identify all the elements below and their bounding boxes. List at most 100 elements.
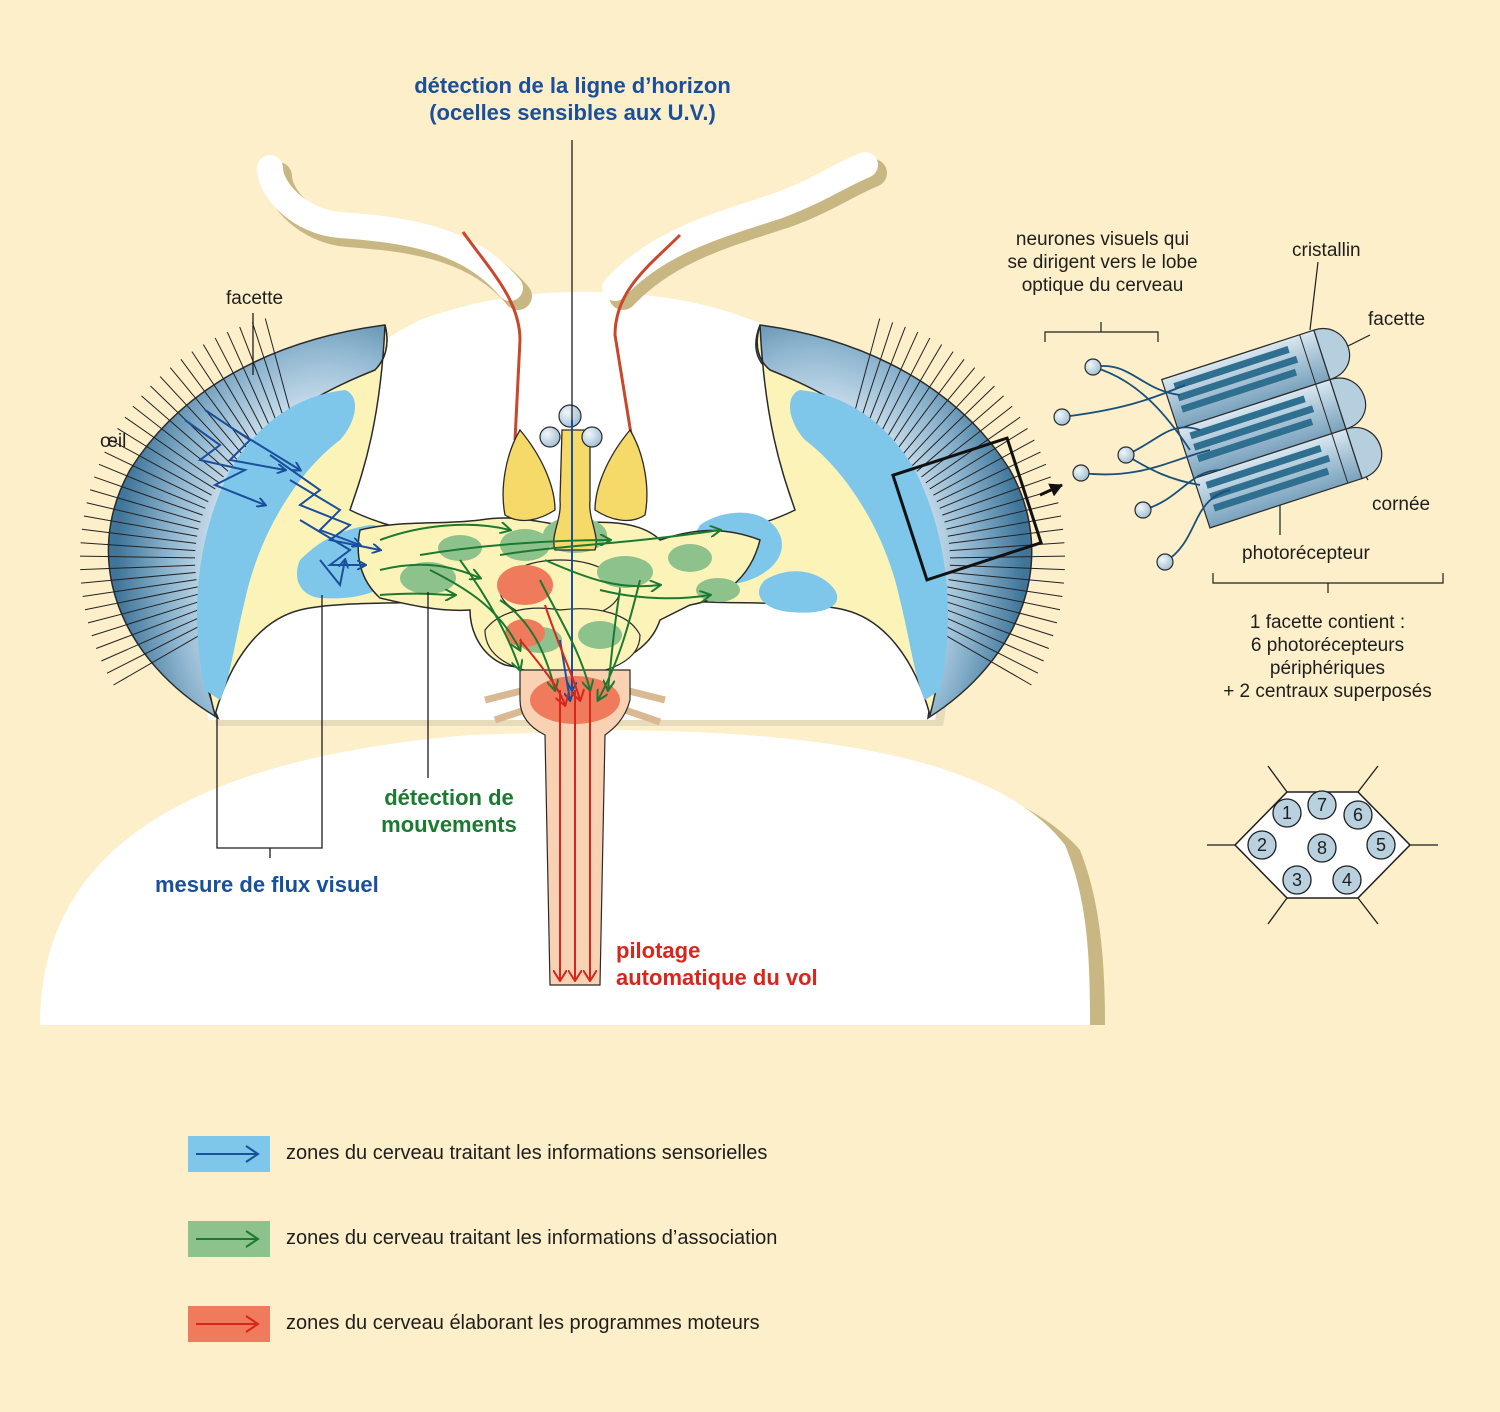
horizon-label: détection de la ligne d’horizon (ocelles… bbox=[414, 73, 731, 125]
facet-line bbox=[949, 542, 1065, 552]
facet-line bbox=[82, 579, 197, 597]
photorecepteur-label: photorécepteur bbox=[1242, 543, 1370, 564]
facet-line bbox=[948, 528, 1064, 544]
mesure-flux-label: mesure de flux visuel bbox=[155, 872, 379, 897]
antenna-nerve-left bbox=[461, 231, 522, 441]
facet-line bbox=[949, 555, 1065, 559]
facet-line bbox=[91, 600, 202, 637]
facet-line bbox=[941, 607, 1049, 649]
legend-item-association: zones du cerveau traitant les informatio… bbox=[188, 1221, 888, 1259]
facet-line bbox=[132, 405, 224, 478]
leader-lines bbox=[216, 140, 573, 858]
facet-line bbox=[931, 627, 1032, 686]
facet-line bbox=[933, 439, 1035, 496]
magnified-region-box bbox=[891, 436, 1043, 582]
oeil-label: œil bbox=[100, 431, 127, 452]
facet-line bbox=[945, 593, 1058, 624]
antenna-left bbox=[257, 155, 523, 301]
facet-line bbox=[110, 439, 212, 496]
facet-line bbox=[876, 337, 931, 441]
facet-line bbox=[84, 586, 198, 611]
photoreceptor-cell bbox=[1366, 830, 1396, 860]
facet-line bbox=[911, 385, 995, 467]
magnify-arrow bbox=[1039, 483, 1063, 497]
facet-line bbox=[870, 331, 919, 438]
photoreceptor-number: 3 bbox=[1292, 870, 1302, 890]
facet-line bbox=[943, 600, 1054, 637]
photoreceptor-cell bbox=[1307, 790, 1337, 820]
facet-line bbox=[889, 351, 954, 448]
photoreceptor-cell bbox=[1247, 830, 1277, 860]
facet-line bbox=[944, 489, 1056, 523]
antenna-right bbox=[602, 152, 878, 301]
facet-line bbox=[882, 344, 943, 444]
facet-line bbox=[104, 451, 209, 503]
neuron-somas bbox=[1053, 358, 1174, 571]
facet-line bbox=[83, 515, 198, 537]
facet-line bbox=[942, 476, 1051, 516]
legend-item-motor: zones du cerveau élaborant les programme… bbox=[188, 1306, 888, 1344]
green-arrows bbox=[379, 525, 720, 700]
facet-line bbox=[80, 555, 196, 559]
photoreceptor-number: 8 bbox=[1317, 838, 1327, 858]
facet-line bbox=[947, 586, 1061, 611]
facet-line bbox=[895, 359, 965, 452]
facet-line bbox=[916, 395, 1004, 472]
photoreceptor-cell bbox=[1272, 798, 1302, 828]
facet-line bbox=[86, 502, 199, 530]
red-arrows bbox=[519, 604, 590, 980]
ocellar-stalk bbox=[553, 429, 597, 551]
facet-line bbox=[906, 376, 986, 462]
ocellus-top bbox=[558, 404, 582, 428]
facet-line bbox=[191, 351, 256, 448]
facet-line bbox=[949, 571, 1064, 584]
facet-line bbox=[81, 571, 196, 584]
facet-line bbox=[87, 593, 200, 624]
detection-mouvements-label: détection de mouvements bbox=[381, 785, 517, 837]
blue-arrows bbox=[184, 409, 572, 700]
legend-text-motor: zones du cerveau élaborant les programme… bbox=[286, 1312, 760, 1334]
ocellus-right bbox=[581, 426, 603, 448]
nerve-side-left bbox=[484, 686, 527, 724]
facet-line bbox=[921, 405, 1013, 478]
nerve-side-right bbox=[623, 686, 666, 726]
facet-line bbox=[159, 376, 239, 462]
retina-zone-right bbox=[789, 390, 948, 700]
photoreceptor-number: 2 bbox=[1257, 835, 1267, 855]
antenna-nerve-right bbox=[613, 233, 682, 441]
facet-line bbox=[141, 395, 229, 472]
facet-line bbox=[96, 607, 204, 649]
photoreceptor-cell bbox=[1282, 865, 1312, 895]
facet-line bbox=[939, 463, 1047, 509]
photoreceptor-cell bbox=[1307, 833, 1337, 863]
facette-contient-label: 1 facette contient : 6 photorécepteurs p… bbox=[1223, 612, 1432, 702]
facet-line bbox=[935, 620, 1039, 674]
facet-line bbox=[101, 614, 207, 662]
photoreceptor-cell bbox=[1343, 800, 1373, 830]
facet-line bbox=[113, 627, 214, 686]
pilotage-label: pilotage automatique du vol bbox=[616, 938, 818, 990]
facet-line bbox=[180, 359, 250, 452]
photoreceptor-number: 6 bbox=[1353, 805, 1363, 825]
photoreceptor-number: 5 bbox=[1376, 835, 1386, 855]
facet-line bbox=[947, 515, 1062, 537]
ocellus-left bbox=[539, 426, 561, 448]
facet-line bbox=[98, 463, 206, 509]
ocellar-lobe-right bbox=[594, 428, 648, 522]
facet-line bbox=[239, 326, 282, 435]
facet-line bbox=[89, 489, 201, 523]
facet-line bbox=[948, 579, 1063, 597]
facet-line bbox=[936, 451, 1041, 503]
facette-left-label: facette bbox=[226, 288, 284, 309]
legend-text-sensory: zones du cerveau traitant les informatio… bbox=[286, 1142, 768, 1164]
facet-line bbox=[106, 620, 210, 674]
legend-item-sensory: zones du cerveau traitant les informatio… bbox=[188, 1136, 888, 1174]
facet-line bbox=[124, 416, 220, 484]
facet-line bbox=[94, 476, 203, 516]
facet-line bbox=[946, 502, 1059, 530]
facet-line bbox=[226, 331, 275, 438]
